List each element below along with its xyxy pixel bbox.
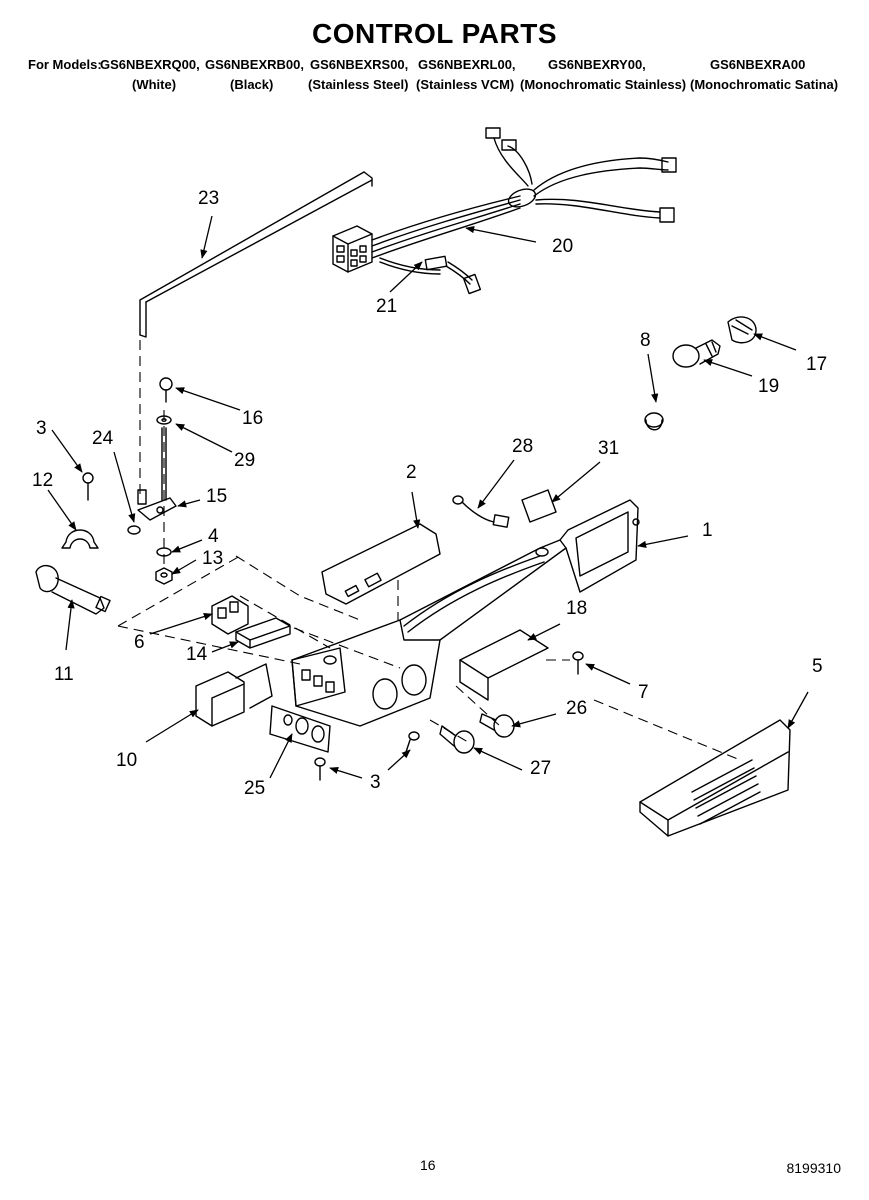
- foam-strip-part: [235, 617, 291, 649]
- model-color: (Monochromatic Satina): [690, 77, 839, 92]
- screw-part: [159, 377, 173, 403]
- callout-19: 19: [758, 376, 779, 397]
- light-bulb-part: [672, 339, 721, 368]
- callout-16: 16: [242, 408, 263, 429]
- clamp-part: [61, 529, 99, 549]
- callout-8: 8: [640, 330, 651, 351]
- callout-25: 25: [244, 778, 265, 799]
- callout-2: 2: [406, 462, 417, 483]
- label-part: [521, 489, 557, 523]
- callout-13: 13: [202, 548, 223, 569]
- callout-29: 29: [234, 450, 255, 471]
- callout-3: 3: [36, 418, 47, 439]
- model-color: (Stainless VCM): [416, 77, 515, 92]
- callout-15: 15: [206, 486, 227, 507]
- knob-part: [479, 713, 515, 738]
- callout-11: 11: [54, 664, 74, 685]
- callout-3: 3: [370, 772, 381, 793]
- control-housing-part: [291, 499, 640, 727]
- switch-part: [211, 595, 249, 635]
- screw-part: [405, 731, 420, 753]
- bezel-part: [269, 705, 331, 753]
- foil-part: [459, 629, 549, 701]
- callout-27: 27: [530, 758, 551, 779]
- actuator-shaft-part: [35, 565, 111, 615]
- link-rod-part: [161, 427, 167, 501]
- callout-28: 28: [512, 436, 533, 457]
- guard-part: [195, 663, 273, 727]
- screw-part: [82, 472, 94, 501]
- callout-23: 23: [198, 188, 219, 209]
- nut-part: [155, 567, 173, 585]
- plug-part: [644, 412, 664, 431]
- screw-part: [572, 651, 584, 675]
- callout-12: 12: [32, 470, 53, 491]
- page-title: CONTROL PARTS: [311, 18, 558, 49]
- callout-21: 21: [376, 296, 397, 317]
- model-number: GS6NBEXRL00,: [418, 57, 516, 72]
- document-number: 8199310: [786, 1160, 841, 1176]
- callout-20: 20: [552, 236, 573, 257]
- model-number: GS6NBEXRA00: [710, 57, 806, 72]
- callout-31: 31: [598, 438, 619, 459]
- callout-7: 7: [638, 682, 649, 703]
- spacer-part: [127, 525, 141, 535]
- bracket-part: [137, 489, 177, 521]
- screw-part: [314, 757, 326, 781]
- callout-24: 24: [92, 428, 114, 449]
- sensor-part: [452, 495, 510, 528]
- model-number: GS6NBEXRB00,: [205, 57, 304, 72]
- knob-part: [439, 725, 475, 754]
- wire-harness-part: [332, 127, 677, 295]
- callout-18: 18: [566, 598, 587, 619]
- callout-4: 4: [208, 526, 219, 547]
- callout-6: 6: [134, 632, 145, 653]
- models-prefix: For Models:: [28, 57, 102, 72]
- model-number: GS6NBEXRQ00,: [100, 57, 200, 72]
- callout-14: 14: [186, 644, 208, 665]
- grille-part: [639, 719, 791, 837]
- control-cover-part: [321, 523, 441, 605]
- callout-5: 5: [812, 656, 823, 677]
- model-color: (Black): [230, 77, 274, 92]
- callout-26: 26: [566, 698, 587, 719]
- callout-1: 1: [702, 520, 713, 541]
- callout-17: 17: [806, 354, 827, 375]
- model-number: GS6NBEXRS00,: [310, 57, 409, 72]
- lamp-socket-part: [727, 316, 757, 344]
- callout-10: 10: [116, 750, 137, 771]
- model-color: (White): [132, 77, 177, 92]
- model-number: GS6NBEXRY00,: [548, 57, 646, 72]
- model-color: (Monochromatic Stainless): [520, 77, 687, 92]
- rod-part: [139, 171, 373, 338]
- page-number: 16: [420, 1157, 436, 1173]
- model-color: (Stainless Steel): [308, 77, 409, 92]
